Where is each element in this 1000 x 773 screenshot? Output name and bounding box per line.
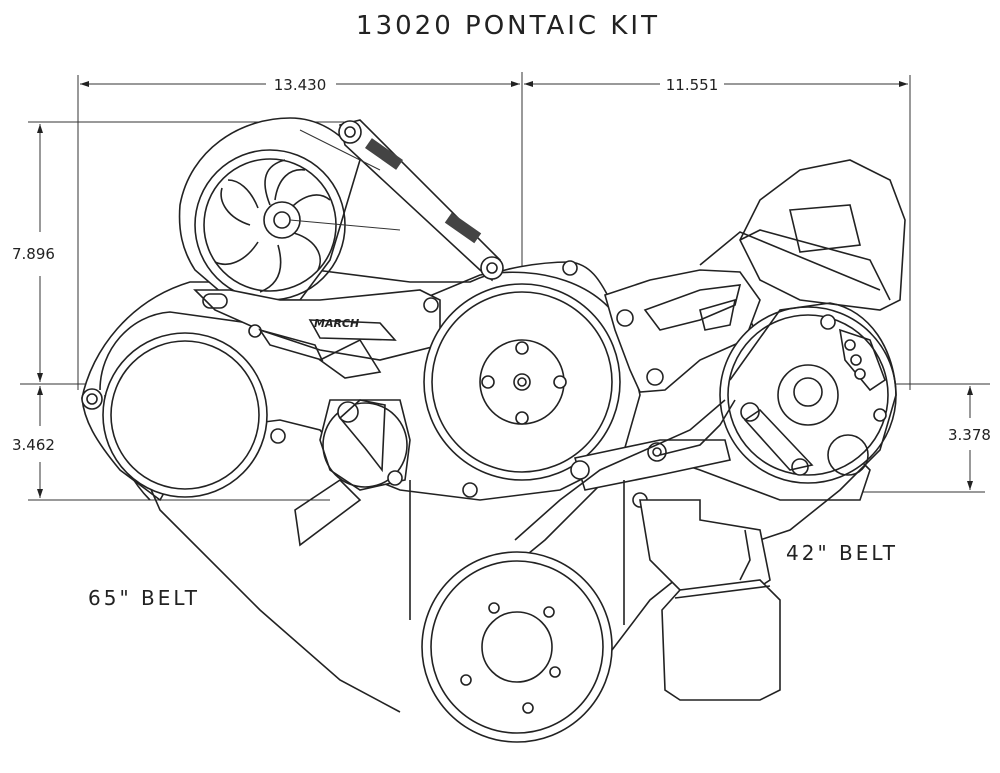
bracket-brand-label: MARCH <box>314 317 359 330</box>
dimension-right-lower: 3.378 <box>948 426 991 444</box>
small-idler-pulley <box>294 399 411 547</box>
dimension-top-right: 11.551 <box>666 76 719 94</box>
diagram-title: 13020 PONTAIC KIT <box>356 11 660 41</box>
long-belt-label: 65" BELT <box>88 586 200 610</box>
power-steering-reservoir <box>699 159 906 311</box>
dimension-top-left: 13.430 <box>274 76 327 94</box>
water-pump-pulley <box>423 260 648 508</box>
dimension-left-lower: 3.462 <box>12 436 55 454</box>
short-belt-label: 42" BELT <box>786 541 898 565</box>
oil-filter-housing <box>639 499 781 701</box>
crankshaft-pulley <box>409 480 625 743</box>
adjuster-link <box>570 399 736 491</box>
alternator-bracket <box>193 289 441 379</box>
left-large-pulley <box>81 332 286 498</box>
dimension-left-upper: 7.896 <box>12 245 55 263</box>
short-belt-path <box>514 302 897 651</box>
right-upper-bracket <box>604 269 761 393</box>
power-steering-pulley <box>719 306 897 484</box>
tensioner-rod <box>289 119 504 282</box>
